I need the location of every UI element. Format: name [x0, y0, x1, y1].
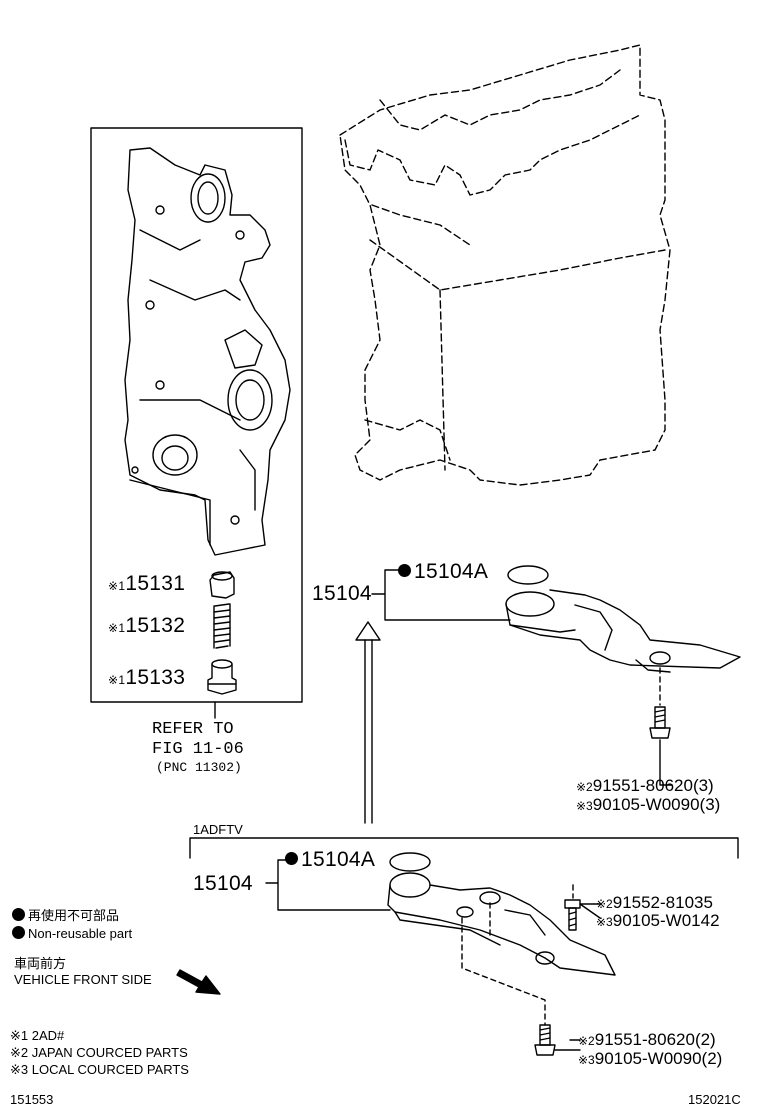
part-15132-spring-illustration: [213, 603, 231, 649]
front-direction-arrow: [176, 969, 221, 995]
bolt-code-prefix: ※3: [578, 1053, 595, 1067]
bolt-code-number: 91551-80620(2): [594, 1030, 716, 1049]
non-reusable-dot-icon: [12, 926, 25, 940]
refer-line-1[interactable]: REFER TO: [152, 720, 234, 739]
non-reusable-dot-icon: [12, 908, 25, 922]
note-3: ※3 LOCAL COURCED PARTS: [10, 1062, 189, 1077]
bolt-code-prefix: ※2: [596, 897, 613, 911]
footer-right-code: 152021C: [688, 1092, 741, 1107]
refer-line-2[interactable]: FIG 11-06: [152, 740, 244, 759]
note-2: ※2 JAPAN COURCED PARTS: [10, 1045, 188, 1060]
lower-bolt-b-code-1[interactable]: ※291551-80620(2): [578, 1030, 716, 1050]
inset-part-prefix: ※1: [108, 579, 126, 593]
transition-arrow: [355, 621, 381, 824]
bolt-code-number: 91552-81035: [612, 893, 713, 912]
bolt-code-prefix: ※2: [578, 1034, 595, 1048]
upper-strainer-illustration: [505, 589, 741, 673]
upper-bolt-leader: [659, 739, 673, 786]
lower-bracket: [265, 859, 391, 911]
inset-part-number: 15131: [125, 572, 186, 595]
bolt-code-number: 90105-W0142: [612, 911, 720, 930]
legend-text: 再使用不可部品: [28, 908, 120, 923]
upper-bolt-code-1[interactable]: ※291551-80620(3): [576, 776, 714, 796]
legend-front-en: VEHICLE FRONT SIDE: [14, 972, 152, 987]
inset-part-15132[interactable]: ※115132: [108, 614, 185, 638]
upper-parent-part-number[interactable]: 15104: [312, 582, 372, 605]
part-15133-illustration: [207, 659, 237, 695]
timing-cover-illustration: [124, 147, 291, 556]
legend-text: Non-reusable part: [28, 926, 133, 941]
inset-part-15131[interactable]: ※115131: [108, 572, 185, 596]
lower-bolt-a-code-1[interactable]: ※291552-81035: [596, 893, 713, 913]
upper-bolt-code-2[interactable]: ※390105-W0090(3): [576, 795, 720, 815]
upper-bracket: [371, 569, 511, 621]
legend-non-reusable-jp: 再使用不可部品: [12, 905, 119, 924]
inset-part-prefix: ※1: [108, 621, 126, 635]
lower-bolt-b-illustration: [534, 1024, 556, 1056]
engine-block-outline: [339, 44, 671, 486]
upper-gasket-part[interactable]: 15104A: [398, 560, 488, 584]
bolt-code-prefix: ※2: [576, 780, 593, 794]
non-reusable-dot-icon: [398, 563, 411, 577]
lower-strainer-illustration: [387, 872, 616, 976]
upper-gasket-part-number: 15104A: [414, 560, 489, 583]
inset-part-prefix: ※1: [108, 673, 126, 687]
lower-bolt-a-code-2[interactable]: ※390105-W0142: [596, 911, 720, 931]
legend-non-reusable-en: Non-reusable part: [12, 926, 132, 941]
lower-gasket-part-number: 15104A: [301, 848, 376, 871]
inset-part-number: 15133: [125, 666, 186, 689]
lower-gasket-ring: [389, 852, 431, 872]
bolt-code-number: 90105-W0090(2): [594, 1049, 723, 1068]
non-reusable-dot-icon: [285, 851, 298, 865]
footer-left-code: 151553: [10, 1092, 54, 1107]
lower-parent-part-number[interactable]: 15104: [193, 872, 253, 895]
lower-bolt-b-leader: [554, 1039, 581, 1051]
upper-gasket-ring: [507, 565, 549, 585]
note-1: ※1 2AD#: [10, 1028, 65, 1043]
lower-bolt-axis-b: [461, 917, 546, 1026]
variant-label: 1ADFTV: [193, 822, 243, 837]
lower-gasket-part[interactable]: 15104A: [285, 848, 375, 872]
legend-front-jp: 車両前方: [14, 956, 67, 971]
refer-line-3: (PNC 11302): [156, 760, 242, 775]
inset-part-15133[interactable]: ※115133: [108, 666, 185, 690]
lower-bolt-b-code-2[interactable]: ※390105-W0090(2): [578, 1049, 722, 1069]
inset-frame: [90, 127, 303, 703]
bolt-code-number: 90105-W0090(3): [592, 795, 721, 814]
lower-bolt-a-leader: [579, 903, 601, 919]
bolt-code-prefix: ※3: [596, 915, 613, 929]
part-15131-illustration: [209, 571, 235, 599]
upper-bolt-illustration: [649, 706, 671, 739]
inset-part-number: 15132: [125, 614, 186, 637]
bolt-code-prefix: ※3: [576, 799, 593, 813]
lower-bolt-a-illustration: [564, 899, 581, 931]
bolt-code-number: 91551-80620(3): [592, 776, 714, 795]
variant-bracket: [189, 837, 739, 859]
